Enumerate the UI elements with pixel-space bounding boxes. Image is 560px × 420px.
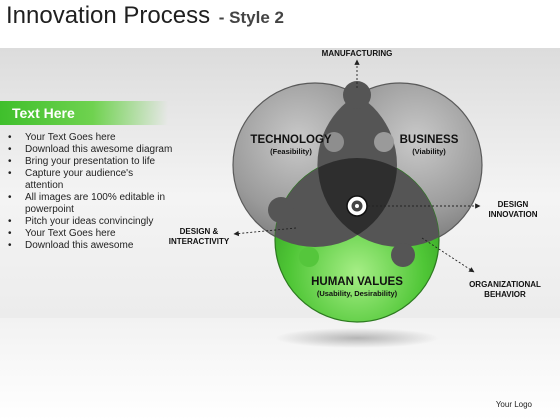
bullet-list: Your Text Goes here Download this awesom…: [8, 132, 173, 252]
technology-label: TECHNOLOGY (Feasibility): [243, 134, 339, 157]
puzzle-knob-left: [268, 197, 294, 223]
title-main: Innovation Process: [6, 2, 211, 29]
manufacturing-label: MANUFACTURING: [321, 49, 393, 58]
business-title: BUSINESS: [399, 134, 459, 146]
business-label: BUSINESS (Viability): [384, 134, 474, 157]
bullet-item: Download this awesome diagram: [8, 144, 173, 156]
bullet-item: All images are 100% editable in powerpoi…: [8, 192, 173, 216]
human-values-title: HUMAN VALUES: [311, 276, 403, 288]
text-here-label: Text Here: [12, 105, 75, 121]
puzzle-knob-top: [343, 81, 371, 109]
design-innovation-label: DESIGN INNOVATION: [481, 200, 545, 220]
title-subtitle: - Style 2: [218, 8, 284, 27]
human-values-label: HUMAN VALUES (Usability, Desirability): [292, 276, 422, 299]
design-innovation-line-2: INNOVATION: [488, 210, 538, 219]
floor-shadow: [275, 328, 439, 348]
design-interactivity-line-1: DESIGN &: [179, 227, 219, 236]
bullet-item: Your Text Goes here: [8, 132, 173, 144]
puzzle-socket-technology: [324, 132, 344, 152]
puzzle-socket-human: [299, 247, 319, 267]
organizational-behavior-label: ORGANIZATIONAL BEHAVIOR: [463, 280, 547, 300]
center-target-dot: [355, 204, 359, 208]
bullet-item: Bring your presentation to life: [8, 156, 173, 168]
footer-logo: Your Logo: [495, 400, 532, 409]
bullet-item: Your Text Goes here: [8, 228, 173, 240]
bullet-item: Capture your audience's attention: [8, 168, 173, 192]
puzzle-socket-business: [374, 132, 394, 152]
design-innovation-line-1: DESIGN: [497, 200, 529, 209]
bullet-item: Download this awesome: [8, 240, 173, 252]
page-title: Innovation Process - Style 2: [6, 2, 284, 30]
text-here-banner: Text Here: [0, 101, 168, 125]
technology-subtitle: (Feasibility): [270, 147, 312, 156]
bullet-item: Pitch your ideas convincingly: [8, 216, 173, 228]
business-subtitle: (Viability): [412, 147, 446, 156]
puzzle-knob-bottom: [391, 243, 415, 267]
human-values-subtitle: (Usability, Desirability): [316, 289, 398, 298]
design-interactivity-label: DESIGN & INTERACTIVITY: [168, 227, 230, 247]
design-interactivity-line-2: INTERACTIVITY: [168, 237, 230, 246]
organizational-behavior-line-1: ORGANIZATIONAL: [469, 280, 541, 289]
technology-title: TECHNOLOGY: [250, 134, 332, 146]
organizational-behavior-line-2: BEHAVIOR: [484, 290, 526, 299]
